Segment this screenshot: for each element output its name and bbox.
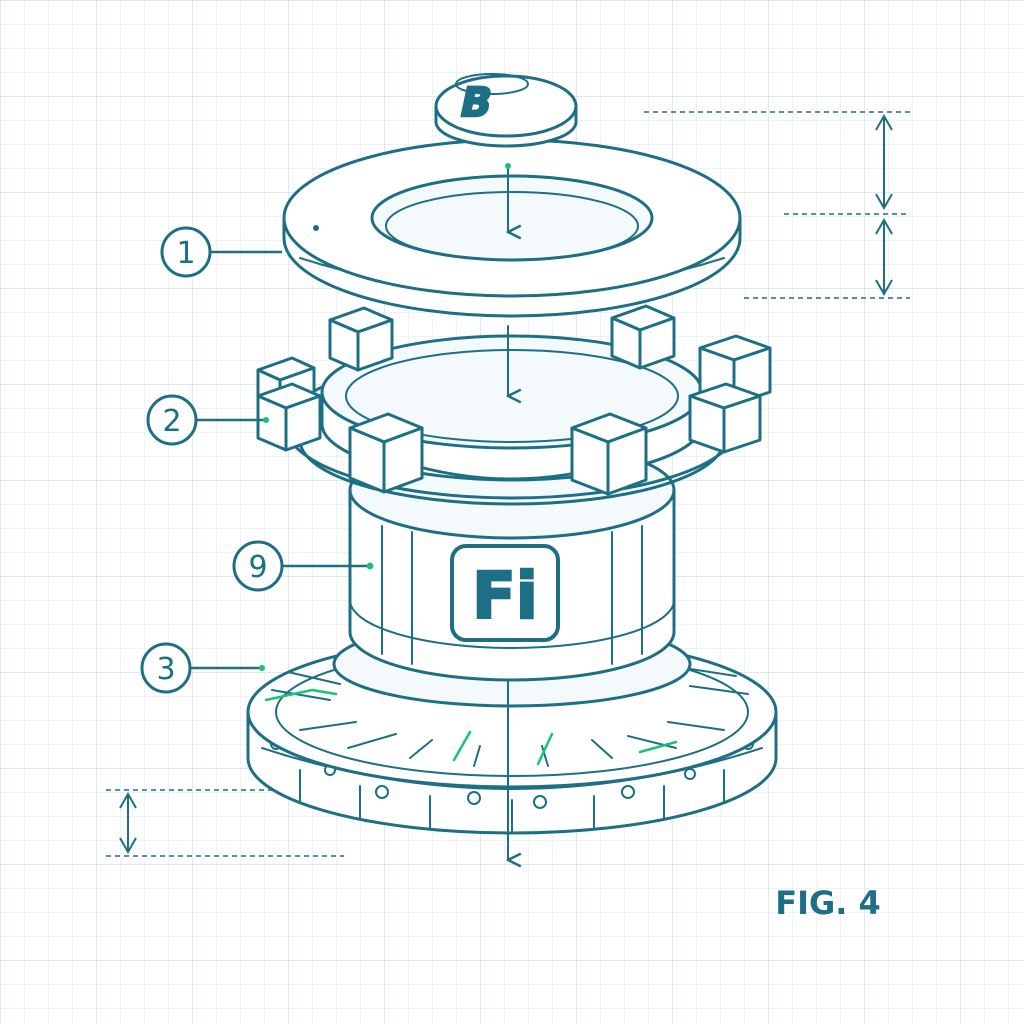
callout-2-label: 2 [162,404,181,439]
figure-label: FIG. 4 [775,884,881,922]
core-emblem-text: Fi [472,560,538,634]
top-washer-ring [282,138,742,318]
callout-1: 1 [160,226,282,278]
callout-2: 2 [146,394,269,446]
callout-3: 3 [140,642,265,694]
callout-9: 9 [232,540,374,592]
dimension-top-right [644,111,910,299]
callout-9-label: 9 [248,550,267,585]
dimension-bottom-left [106,789,344,857]
sensor-cubes [256,304,772,496]
core-emblem-frame [450,544,560,642]
assembly-axis [505,163,511,860]
callout-3-label: 3 [156,652,175,687]
callout-1-label: 1 [176,236,195,271]
top-coin: B [434,73,578,148]
